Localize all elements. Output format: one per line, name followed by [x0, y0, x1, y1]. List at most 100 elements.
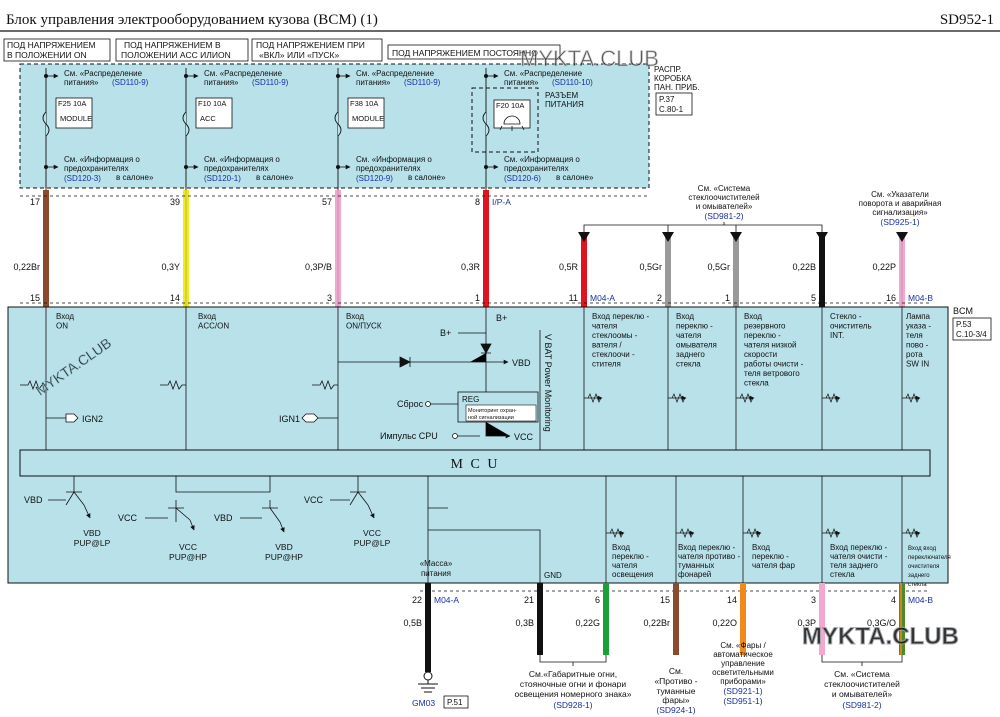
wire-spec: 0,3R: [461, 262, 481, 272]
svg-text:освещения: освещения: [612, 570, 653, 579]
svg-text:стекла: стекла: [908, 582, 927, 588]
svg-text:См. «Распределение: См. «Распределение: [356, 69, 435, 78]
pin-number: 57: [322, 197, 332, 207]
svg-text:очиститель: очиститель: [830, 322, 872, 331]
pin-number: 15: [30, 293, 40, 303]
reset-label: Сброс: [397, 399, 424, 409]
svg-text:теля: теля: [906, 331, 923, 340]
svg-text:См. «Фары /: См. «Фары /: [720, 641, 766, 650]
svg-text:PUP@HP: PUP@HP: [169, 552, 207, 562]
svg-text:Вход переклю -: Вход переклю -: [678, 543, 735, 552]
wiper-reference-bottom: См. «Система стеклоочистителей и омывате…: [821, 655, 903, 710]
power-connector: [471, 87, 539, 153]
svg-text:автоматическое: автоматическое: [713, 650, 773, 659]
svg-text:В ПОЛОЖЕНИИ ON: В ПОЛОЖЕНИИ ON: [7, 50, 87, 60]
svg-text:Стекло -: Стекло -: [830, 312, 862, 321]
wire-spec: 0,3Y: [161, 262, 180, 272]
pin-number: 4: [891, 595, 896, 605]
wire-spec: 0,3G/O: [867, 618, 896, 628]
pin-number: 14: [170, 293, 180, 303]
connector-code: M04-A: [590, 293, 615, 303]
svg-text:чателя: чателя: [612, 561, 637, 570]
svg-text:ПОЛОЖЕНИИ ACC ИЛИON: ПОЛОЖЕНИИ ACC ИЛИON: [121, 50, 231, 60]
svg-text:чателя: чателя: [676, 331, 701, 340]
svg-text:питания»: питания»: [64, 78, 99, 87]
wire-spec: 0,5Gr: [639, 262, 662, 272]
bplus-top: B+: [496, 313, 507, 323]
page-title: Блок управления электрооборудованием куз…: [6, 12, 378, 28]
svg-text:(SD981-2): (SD981-2): [842, 700, 881, 710]
svg-text:предохранителях: предохранителях: [204, 164, 269, 173]
connector-code: M04-B: [908, 595, 933, 605]
svg-text:См.: См.: [669, 666, 683, 676]
svg-text:VBD: VBD: [275, 542, 292, 552]
ign1-label: IGN1: [279, 414, 300, 424]
svg-text:C.10-3/4: C.10-3/4: [956, 330, 987, 339]
bottom-wire-5: 140,22O: [712, 583, 746, 655]
svg-text:См. «Указатели: См. «Указатели: [871, 190, 929, 199]
svg-text:стеклоочистителей: стеклоочистителей: [824, 679, 900, 689]
fuse-label: MODULE: [60, 114, 92, 123]
svg-text:и омывателей»: и омывателей»: [696, 202, 753, 211]
svg-text:туманные: туманные: [657, 686, 696, 696]
svg-text:КОРОБКА: КОРОБКА: [654, 74, 692, 83]
svg-text:чателя фар: чателя фар: [752, 561, 795, 570]
wire-spec: 0,22O: [712, 618, 737, 628]
wiper-reference-top: См. «Система стеклоочистителей и омывате…: [583, 184, 823, 232]
ign2-label: IGN2: [82, 414, 103, 424]
svg-text:Вход: Вход: [676, 312, 694, 321]
junction-box-ref: P.37: [659, 95, 675, 104]
svg-text:См. «Информация о: См. «Информация о: [64, 155, 140, 164]
mcu-block: [19, 449, 931, 477]
ground-symbol: GM03 P.51: [412, 671, 469, 709]
svg-text:PUP@LP: PUP@LP: [74, 538, 111, 548]
svg-text:фары»: фары»: [662, 695, 690, 705]
svg-text:(SD921-1): (SD921-1): [723, 686, 762, 696]
svg-text:Вход: Вход: [752, 543, 770, 552]
pin-number: 11: [569, 293, 578, 303]
svg-text:в салоне»: в салоне»: [256, 173, 294, 182]
svg-text:теля ветрового: теля ветрового: [744, 369, 800, 378]
svg-text:РАЗЪЕМ: РАЗЪЕМ: [545, 91, 579, 100]
lamp-icon: [503, 115, 521, 125]
vbat-monitor-label: V BAT Power Monitoring: [543, 334, 553, 432]
svg-text:ПАН. ПРИБ.: ПАН. ПРИБ.: [654, 83, 700, 92]
ground-name: GM03: [412, 698, 435, 708]
svg-text:INT.: INT.: [830, 331, 844, 340]
ground-ref: P.51: [447, 698, 463, 707]
svg-text:очистителя: очистителя: [908, 564, 939, 570]
legend-on: ПОД НАПРЯЖЕНИЕМ В ПОЛОЖЕНИИ ON: [3, 38, 111, 62]
svg-text:питания: питания: [421, 569, 451, 578]
svg-text:стекла: стекла: [830, 570, 855, 579]
svg-text:(SD110-10): (SD110-10): [552, 78, 593, 87]
svg-text:заднего: заднего: [676, 350, 705, 359]
fuse-name: F25 10A: [58, 99, 86, 108]
svg-text:стекла: стекла: [744, 379, 769, 388]
fuse-label: ACC: [200, 114, 216, 123]
svg-text:чателя: чателя: [592, 322, 617, 331]
pin-number: 15: [660, 595, 670, 605]
fuse-name: F20 10A: [496, 101, 524, 110]
svg-text:Лампа: Лампа: [906, 312, 931, 321]
pin-number: 3: [327, 293, 332, 303]
svg-text:(SD110-9): (SD110-9): [404, 78, 441, 87]
wire-spec: 0,22Br: [643, 618, 670, 628]
fuse-label: MODULE: [352, 114, 384, 123]
wire-spec: 0,5B: [403, 618, 422, 628]
svg-text:питания»: питания»: [504, 78, 539, 87]
svg-text:Вход: Вход: [56, 312, 74, 321]
svg-text:См. «Информация о: См. «Информация о: [504, 155, 580, 164]
svg-text:См. «Распределение: См. «Распределение: [204, 69, 283, 78]
alarm-monitor-label: Мониторинг охран-: [468, 408, 517, 414]
svg-text:(SD924-1): (SD924-1): [656, 705, 695, 715]
pin-number: 17: [30, 197, 40, 207]
pin-number: 2: [657, 293, 662, 303]
fuse-name: F10 10A: [198, 99, 226, 108]
svg-text:(SD110-9): (SD110-9): [252, 78, 289, 87]
